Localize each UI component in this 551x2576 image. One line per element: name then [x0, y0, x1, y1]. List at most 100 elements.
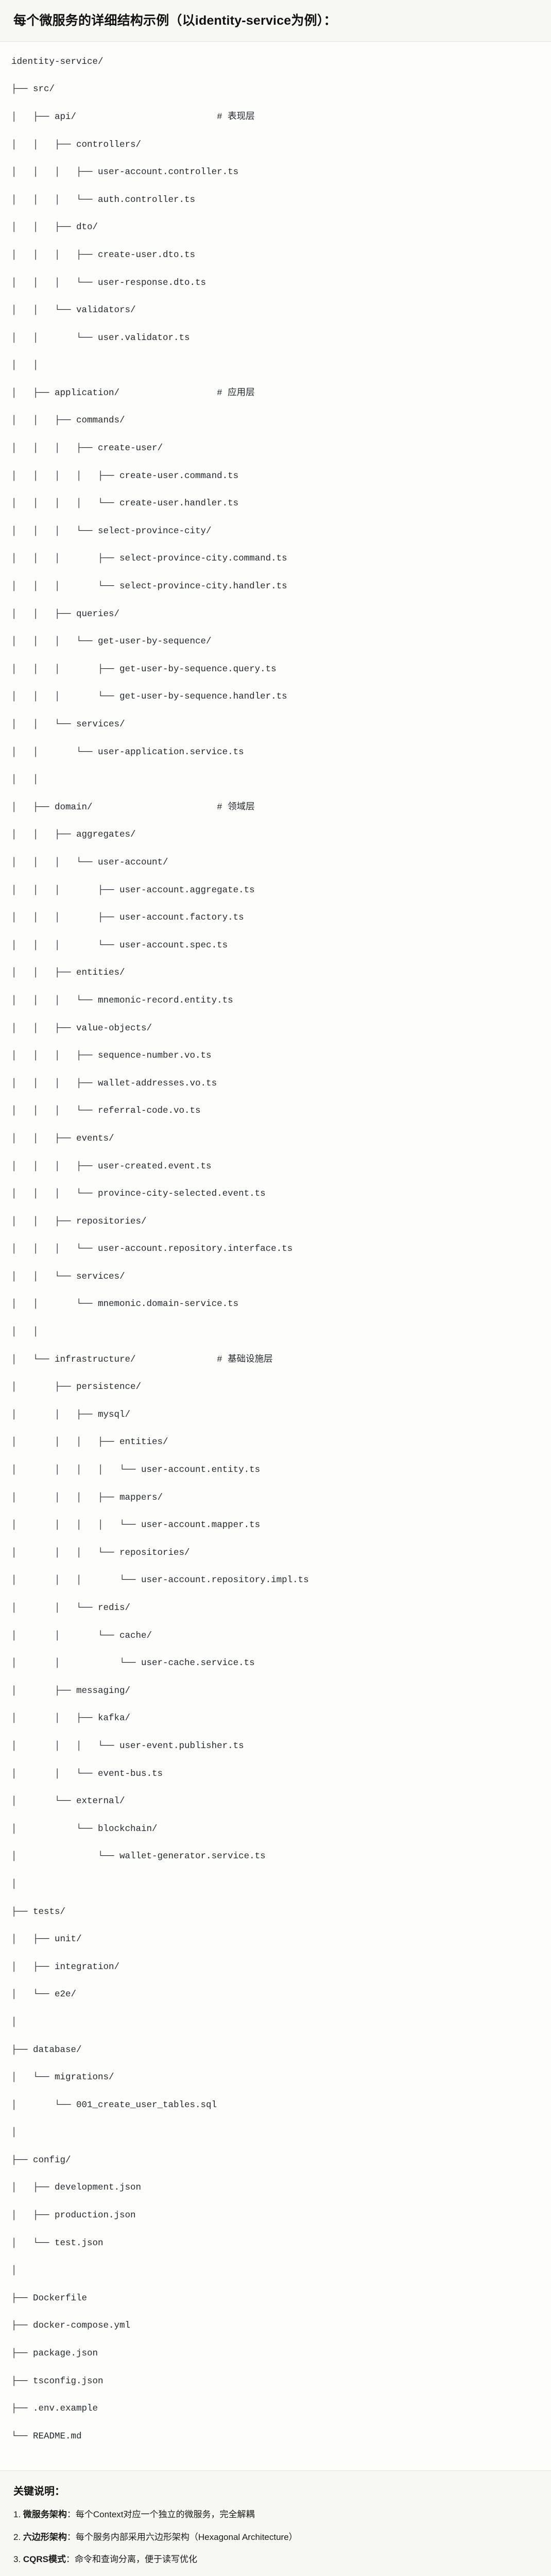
key-note-item: 2. 六边形架构：每个服务内部采用六边形架构（Hexagonal Archite… [13, 2531, 538, 2544]
tree-line: │ │ │ ├── user-created.event.ts [11, 1161, 212, 1172]
tree-line: │ │ │ └── select-province-city/ [11, 526, 212, 536]
tree-line: │ │ └── mnemonic.domain-service.ts [11, 1299, 239, 1310]
tree-line: │ │ ├── entities/ [11, 968, 125, 978]
key-note-item: 3. CQRS模式：命令和查询分离，便于读写优化 [13, 2553, 538, 2566]
tree-line: │ └── test.json [11, 2238, 104, 2248]
tree-line: │ │ │ ├── get-user-by-sequence.query.ts [11, 664, 277, 674]
tree-line: │ │ │ └── user-response.dto.ts [11, 277, 206, 288]
tree-line: │ │ │ └── get-user-by-sequence.handler.t… [11, 691, 287, 702]
tree-line: │ └── wallet-generator.service.ts [11, 1851, 266, 1862]
tree-line: └── README.md [11, 2431, 82, 2442]
tree-line: │ │ │ ├── user-account.controller.ts [11, 167, 239, 178]
tree-line: │ └── e2e/ [11, 1989, 77, 2000]
tree-line: │ └── blockchain/ [11, 1823, 158, 1834]
tree-line: ├── Dockerfile [11, 2293, 88, 2303]
key-note-lead: 六边形架构 [23, 2532, 67, 2542]
tree-line: │ │ └── services/ [11, 1271, 125, 1282]
tree-line-comment: # 应用层 [217, 387, 255, 398]
tree-line: │ [11, 2265, 17, 2276]
tree-line: │ │ │ └── user-account.repository.impl.t… [11, 1575, 309, 1586]
tree-line: │ ├── domain/ # 领域层 [11, 801, 538, 814]
tree-line: │ │ └── cache/ [11, 1630, 152, 1641]
tree-line: ├── package.json [11, 2348, 98, 2359]
tree-line: │ ├── messaging/ [11, 1685, 131, 1696]
tree-line: │ │ ├── controllers/ [11, 139, 142, 150]
tree-line: │ │ │ └── user-account.spec.ts [11, 940, 228, 951]
tree-line: │ │ │ │ ├── create-user.command.ts [11, 470, 239, 481]
tree-line: │ │ │ │ └── create-user.handler.ts [11, 498, 239, 509]
tree-line: │ │ │ └── user-event.publisher.ts [11, 1740, 244, 1751]
directory-tree-code: identity-service/ ├── src/ │ ├── api/ # … [11, 55, 538, 2443]
tree-line: │ │ └── user-application.service.ts [11, 747, 244, 757]
tree-line: identity-service/ [11, 56, 104, 67]
tree-line: │ │ ├── value-objects/ [11, 1023, 152, 1033]
tree-line: │ │ │ └── auth.controller.ts [11, 194, 196, 205]
tree-line-path: │ ├── domain/ [11, 802, 217, 812]
tree-line: │ │ │ └── get-user-by-sequence/ [11, 636, 212, 647]
key-note-rest: ：每个服务内部采用六边形架构（Hexagonal Architecture） [66, 2532, 298, 2542]
tree-line: │ │ ├── mysql/ [11, 1409, 131, 1420]
key-note-item: 4. 领域事件：通过Kafka/RabbitMQ实现服务间通信 [13, 2575, 538, 2576]
tree-line: │ │ │ └── select-province-city.handler.t… [11, 581, 287, 592]
tree-line-path: │ ├── application/ [11, 387, 217, 398]
tree-line: │ │ └── user-cache.service.ts [11, 1658, 255, 1669]
key-note-number: 1. [13, 2510, 23, 2520]
tree-line: │ │ ├── events/ [11, 1133, 114, 1144]
tree-line: │ │ │ └── province-city-selected.event.t… [11, 1189, 266, 1199]
tree-line: │ │ │ └── referral-code.vo.ts [11, 1106, 201, 1116]
directory-tree: identity-service/ ├── src/ │ ├── api/ # … [11, 55, 538, 2458]
tree-line: ├── docker-compose.yml [11, 2320, 131, 2331]
tree-line: │ │ │ ├── sequence-number.vo.ts [11, 1050, 212, 1061]
key-notes-title: 关键说明： [13, 2486, 65, 2498]
page-title: 每个微服务的详细结构示例（以identity-service为例）： [13, 13, 337, 28]
key-notes-list: 1. 微服务架构：每个Context对应一个独立的微服务，完全解耦 2. 六边形架… [13, 2508, 538, 2576]
tree-line: │ │ └── validators/ [11, 305, 136, 316]
tree-line: │ │ [11, 774, 39, 785]
tree-line: ├── tsconfig.json [11, 2376, 104, 2386]
key-note-number: 3. [13, 2554, 23, 2565]
tree-line: │ │ │ │ └── user-account.mapper.ts [11, 1520, 261, 1531]
tree-line: │ │ │ │ └── user-account.entity.ts [11, 1465, 261, 1476]
tree-line: │ │ │ ├── select-province-city.command.t… [11, 553, 287, 564]
tree-line: │ │ ├── aggregates/ [11, 829, 136, 840]
tree-line: │ │ │ └── mnemonic-record.entity.ts [11, 995, 233, 1006]
tree-line: │ └── migrations/ [11, 2072, 114, 2083]
tree-line: │ │ │ └── user-account/ [11, 857, 168, 868]
key-note-number: 2. [13, 2532, 23, 2542]
tree-line: │ ├── api/ # 表现层 [11, 110, 538, 124]
tree-line: │ [11, 2016, 17, 2027]
tree-line: │ │ ├── kafka/ [11, 1713, 131, 1724]
tree-line: ├── config/ [11, 2155, 71, 2165]
tree-line: │ │ │ ├── create-user/ [11, 443, 163, 454]
tree-line-comment: # 领域层 [217, 802, 255, 812]
tree-line: │ │ [11, 1327, 39, 1337]
tree-line: │ │ │ ├── mappers/ [11, 1492, 163, 1503]
key-note-rest: ：每个Context对应一个独立的微服务，完全解耦 [66, 2510, 255, 2520]
tree-line: │ │ │ ├── user-account.aggregate.ts [11, 885, 255, 895]
tree-line: │ │ └── services/ [11, 719, 125, 730]
tree-line: │ ├── production.json [11, 2210, 136, 2221]
key-note-lead: 微服务架构 [23, 2510, 67, 2520]
tree-line: │ └── infrastructure/ # 基础设施层 [11, 1353, 538, 1366]
tree-line: │ [11, 2127, 17, 2138]
tree-line: │ │ └── event-bus.ts [11, 1768, 163, 1779]
tree-line: │ │ ├── dto/ [11, 222, 98, 233]
tree-line: │ │ │ ├── entities/ [11, 1437, 168, 1448]
tree-line: │ │ │ ├── wallet-addresses.vo.ts [11, 1078, 217, 1089]
tree-line: │ ├── persistence/ [11, 1382, 142, 1393]
tree-line: │ │ ├── commands/ [11, 415, 125, 426]
tree-line: │ ├── integration/ [11, 1961, 120, 1972]
tree-line: │ ├── application/ # 应用层 [11, 386, 538, 400]
tree-line: │ ├── development.json [11, 2182, 142, 2193]
tree-line-comment: # 表现层 [217, 111, 255, 122]
tree-line-path: │ ├── api/ [11, 111, 217, 122]
tree-line: │ └── 001_create_user_tables.sql [11, 2099, 217, 2110]
key-note-lead: CQRS模式 [23, 2554, 66, 2565]
tree-line: │ │ └── redis/ [11, 1603, 131, 1613]
key-note-rest: ：命令和查询分离，便于读写优化 [66, 2554, 198, 2565]
tree-line: ├── tests/ [11, 1906, 66, 1917]
tree-line-path: │ └── infrastructure/ [11, 1354, 217, 1365]
directory-tree-block: identity-service/ ├── src/ │ ├── api/ # … [0, 41, 551, 2471]
tree-line: │ ├── unit/ [11, 1934, 82, 1945]
